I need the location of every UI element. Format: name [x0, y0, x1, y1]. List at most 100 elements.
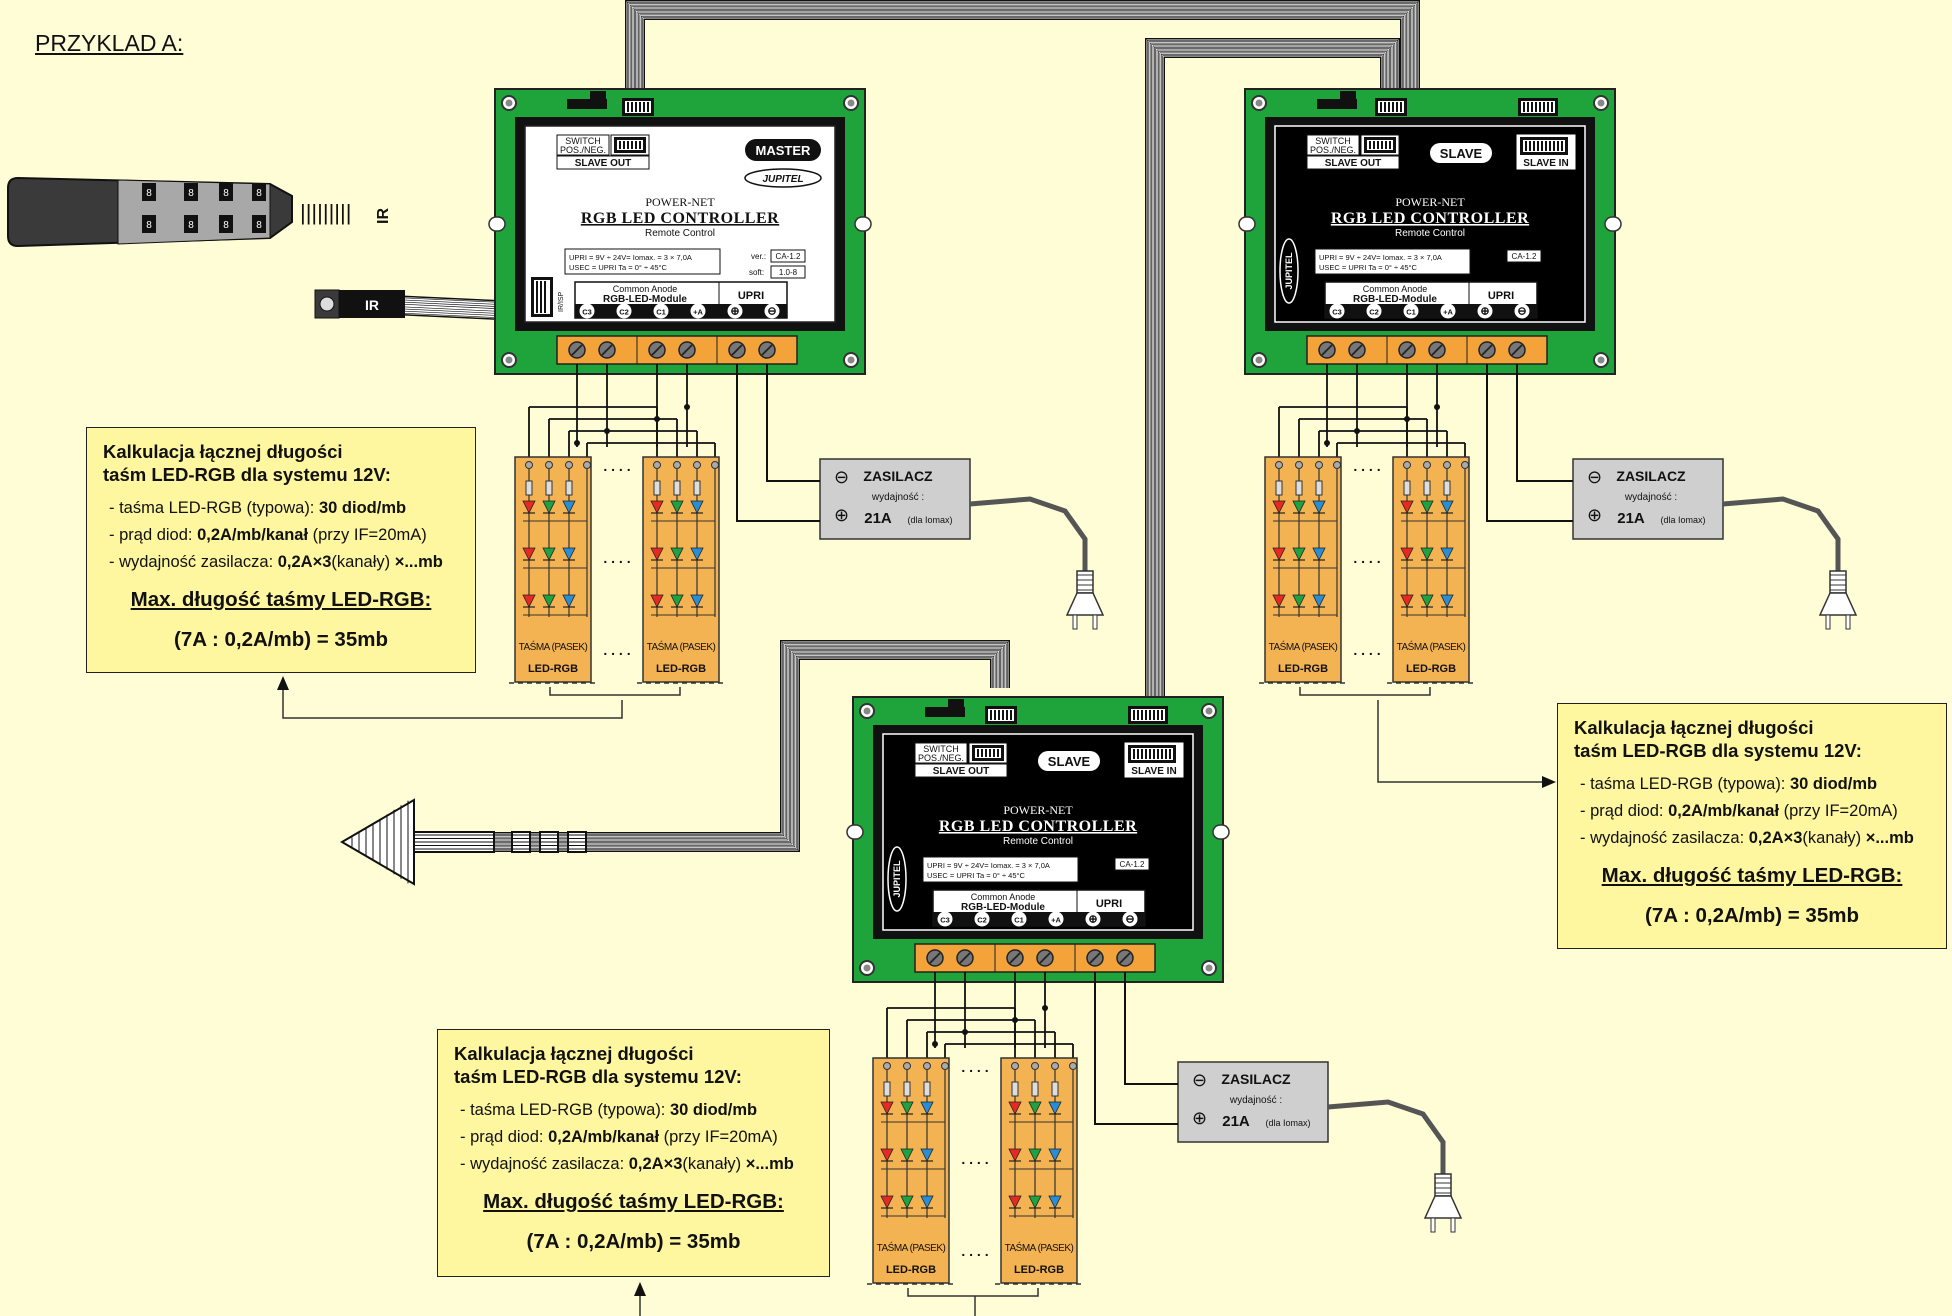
psu-plus: ⊕ [1192, 1108, 1207, 1128]
ir-isp-label: IR/ISP [558, 291, 565, 312]
side-notch [1604, 216, 1622, 232]
arrow-line [1377, 700, 1552, 783]
resistor [693, 480, 701, 496]
side-notch [1238, 216, 1256, 232]
resistor [1295, 480, 1303, 496]
remote-button-label: 8 [256, 188, 262, 199]
led-diode [1420, 594, 1434, 608]
led-diode [1028, 1101, 1042, 1115]
continuation-arrow [340, 798, 587, 886]
psu-box [1177, 1061, 1329, 1143]
continuation-dots: . . . . [603, 550, 630, 566]
terminal-label: C1 [1406, 308, 1416, 317]
upri-label: UPRI [1096, 898, 1122, 910]
resistor [525, 480, 533, 496]
strip-label: LED-RGB [528, 663, 578, 675]
psu-capacity-label: wydajność : [1229, 1095, 1282, 1106]
psu-box [819, 458, 971, 540]
mains-cable [969, 496, 1088, 571]
posneg-label: POS./NEG. [1310, 145, 1356, 155]
strip-label: LED-RGB [1406, 663, 1456, 675]
led-diode [650, 594, 664, 608]
brand-logo [887, 846, 907, 912]
plug-pin [1825, 614, 1831, 630]
rgb-module-label: RGB-LED-Module [961, 902, 1045, 913]
role-badge [745, 139, 821, 161]
terminal-label: C1 [1014, 916, 1024, 925]
strip-pad [1295, 461, 1303, 469]
continuation-dots: . . . . [961, 1151, 988, 1167]
strip-pad [1443, 461, 1451, 469]
strip-body [1392, 456, 1470, 683]
power-net-label: POWER-NET [1395, 195, 1465, 209]
led-diode [690, 594, 704, 608]
junction [604, 428, 610, 434]
terminal-mark [579, 303, 595, 319]
common-anode-label: Common Anode [971, 892, 1036, 902]
slave2-slave-out-socket [985, 706, 1017, 724]
arrow-head [340, 798, 415, 886]
terminal-mark [1477, 303, 1493, 319]
common-anode-label: Common Anode [1363, 284, 1428, 294]
led-diode [562, 594, 576, 608]
remote-button-label: 8 [188, 220, 194, 231]
plug-pin [1450, 1217, 1456, 1233]
power-net-label: POWER-NET [645, 195, 715, 209]
slave-out-label: SLAVE OUT [1325, 158, 1381, 169]
slave-in-label: SLAVE IN [1523, 158, 1568, 169]
strip-pad [583, 461, 591, 469]
led-strip: TAŚMA (PASEK)LED-RGB [867, 1057, 955, 1285]
slave-in-connector [1128, 745, 1176, 763]
psu-minus: ⊖ [1587, 467, 1602, 487]
strip-label: LED-RGB [886, 1264, 936, 1276]
terminal-mark [1048, 911, 1064, 927]
remote-control-label: Remote Control [645, 228, 715, 239]
dip-switch [614, 137, 646, 153]
ir-receiver: IR [314, 289, 405, 319]
strip-pad [545, 461, 553, 469]
strip-pad [565, 461, 573, 469]
remote-button-label: 8 [223, 188, 229, 199]
strip-pad [1333, 461, 1341, 469]
junction [962, 1029, 968, 1035]
led-diode [670, 500, 684, 514]
terminal-mark [974, 911, 990, 927]
led-diode [650, 500, 664, 514]
brand-logo [1279, 238, 1299, 304]
strip-pad [941, 1062, 949, 1070]
remote-button-label: 8 [256, 220, 262, 231]
resistor [1423, 480, 1431, 496]
slave1-slave-in-socket [1518, 98, 1558, 116]
psu-value-note: (dla Iomax) [907, 515, 952, 525]
psu-value: 21A [1617, 510, 1645, 527]
junction [574, 440, 580, 446]
terminal-mark [1440, 303, 1456, 319]
strip-pad [525, 461, 533, 469]
led-diode [1400, 547, 1414, 561]
led-diode [1440, 500, 1454, 514]
resistor [673, 480, 681, 496]
led-diode [1008, 1195, 1022, 1209]
slave-out-label: SLAVE OUT [575, 158, 631, 169]
terminal-label: +A [693, 308, 703, 317]
ver-value: CA-1.2 [776, 252, 801, 261]
soft-value: 1.0-8 [779, 268, 798, 277]
plug-pin [1845, 614, 1851, 630]
note-max-length: Max. długość taśmy LED-RGB: [1601, 864, 1903, 887]
psu-capacity-label: wydajność : [1624, 492, 1677, 503]
resistor [1275, 480, 1283, 496]
led-diode [880, 1101, 894, 1115]
led-diode [562, 500, 576, 514]
strip-label: TAŚMA (PASEK) [1269, 640, 1338, 653]
spec-line: UPRI = 9V ÷ 24V= Iomax. = 3 × 7,0A [1319, 253, 1442, 262]
led-diode [690, 500, 704, 514]
ir-isp-connector [531, 277, 553, 317]
terminal-label: ⊖ [767, 306, 776, 318]
led-diode [1312, 594, 1326, 608]
led-diode [880, 1195, 894, 1209]
psu-minus: ⊖ [1192, 1070, 1207, 1090]
ir-receiver-body [339, 290, 405, 318]
